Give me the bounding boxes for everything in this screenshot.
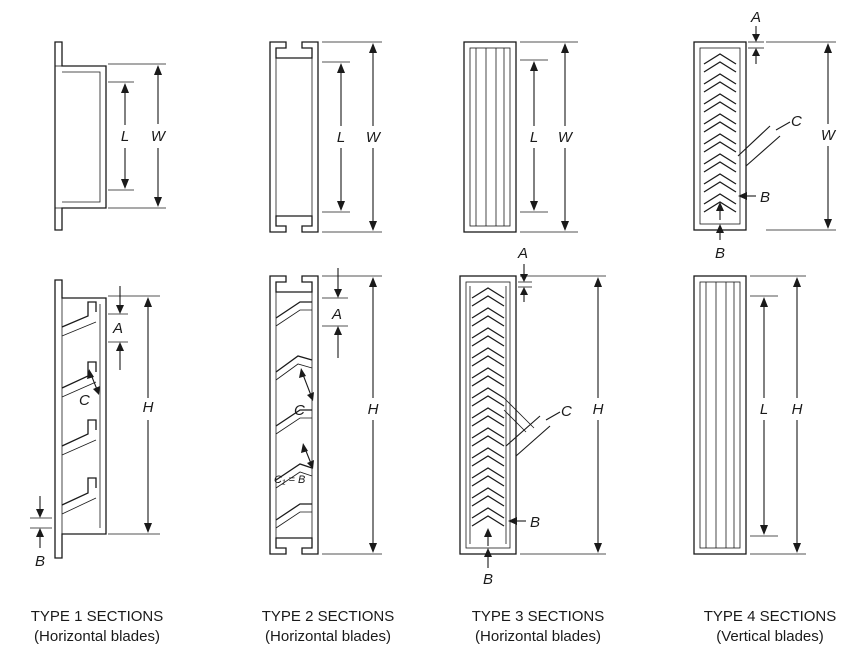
type3-caption-subtitle: (Horizontal blades): [475, 628, 601, 645]
blade-depth-c-label: C: [791, 113, 802, 130]
captions: TYPE 1 SECTIONS (Horizontal blades) TYPE…: [31, 608, 837, 645]
type4-bottom-section: L H: [693, 275, 806, 555]
width-label: W: [558, 129, 574, 146]
blade-spacing-a-label: A: [112, 320, 123, 337]
blade-depth-c-label: C: [294, 402, 305, 419]
blade-thickness-b-label: B: [530, 514, 540, 531]
type1-caption-subtitle: (Horizontal blades): [34, 628, 160, 645]
length-label: L: [121, 128, 129, 145]
type1-bottom-section: A C H B: [30, 279, 160, 570]
type4-caption-title: TYPE 4 SECTIONS: [704, 608, 837, 625]
blade-thickness-b-label: B: [760, 189, 770, 206]
width-label: W: [151, 128, 167, 145]
blade-spacing-a-label: A: [750, 9, 761, 26]
blade-depth-c-label: C: [561, 403, 572, 420]
height-label: H: [593, 401, 604, 418]
type3-bottom-section: A C B B H: [459, 245, 606, 588]
blade-depth-c-label: C: [79, 392, 90, 409]
length-label: L: [530, 129, 538, 146]
type3-top-section: L W: [463, 41, 578, 233]
height-label: H: [792, 401, 803, 418]
height-label: H: [368, 401, 379, 418]
type4-caption-subtitle: (Vertical blades): [716, 628, 824, 645]
chevron-blades: [703, 53, 737, 213]
type3-caption-title: TYPE 3 SECTIONS: [472, 608, 605, 625]
type1-caption-title: TYPE 1 SECTIONS: [31, 608, 164, 625]
blade-spacing-a-label: A: [517, 245, 528, 262]
type4-top-section: A C B B W: [693, 9, 837, 262]
length-label: L: [337, 129, 345, 146]
width-label: W: [366, 129, 382, 146]
type2-top-section: L W: [269, 41, 382, 233]
type2-bottom-section: A C C₁ = B H: [269, 268, 382, 555]
blade-thickness-b-bottom-label: B: [715, 245, 725, 262]
blade-spacing-a-label: A: [331, 306, 342, 323]
width-label: W: [821, 127, 837, 144]
chevron-blades: [471, 287, 505, 527]
type1-top-section: L W: [54, 41, 167, 231]
blade-thickness-b-bottom-label: B: [483, 571, 493, 588]
height-label: H: [143, 399, 154, 416]
blade-thickness-b-label: B: [35, 553, 45, 570]
type2-caption-subtitle: (Horizontal blades): [265, 628, 391, 645]
c1-equals-b-label: C₁ = B: [274, 474, 305, 486]
type2-caption-title: TYPE 2 SECTIONS: [262, 608, 395, 625]
length-label: L: [760, 401, 768, 418]
